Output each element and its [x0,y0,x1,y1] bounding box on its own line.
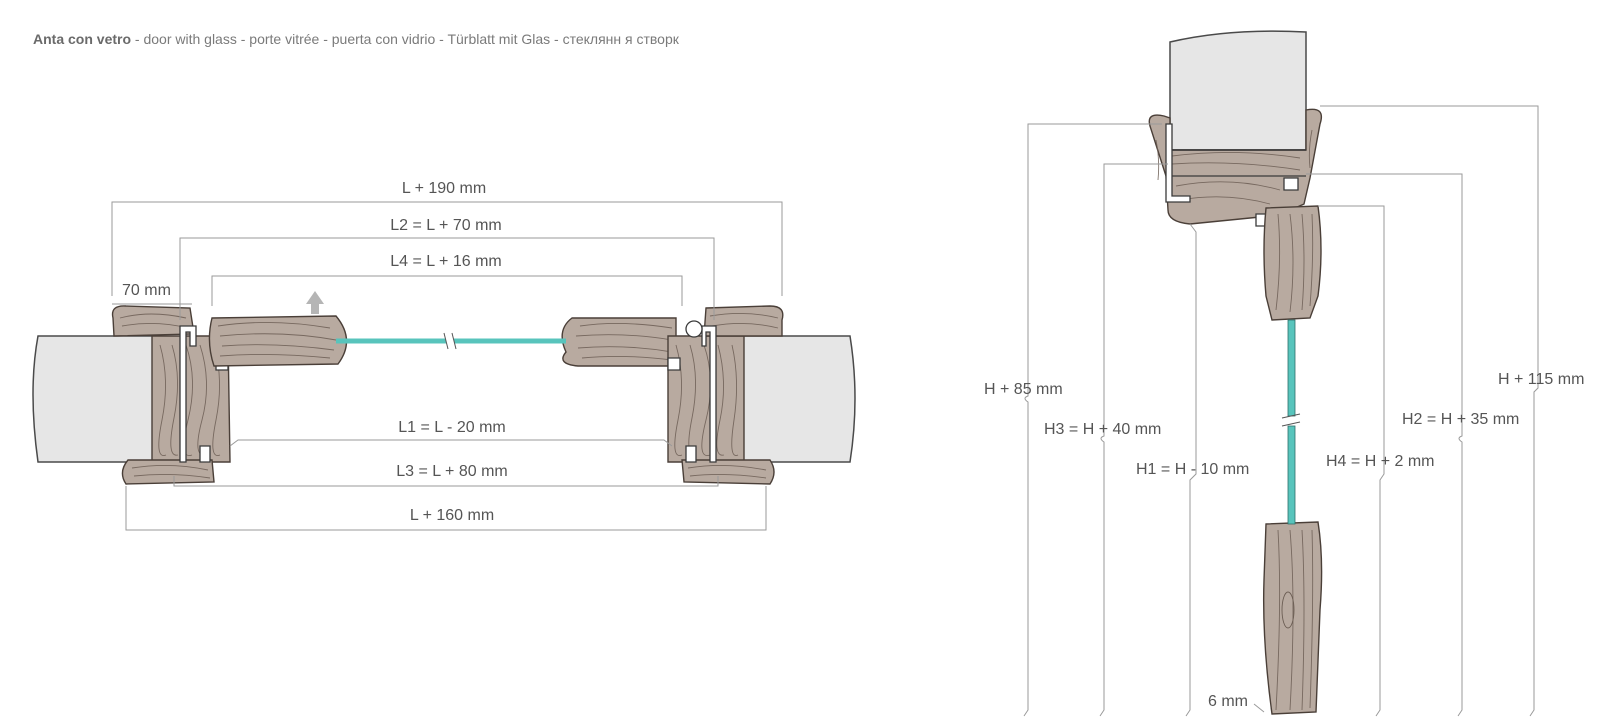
left-wall [32,335,159,463]
caption-bold: Anta con vetro [33,31,132,47]
right-bottom-jamb [681,459,775,485]
right-sash [561,317,677,367]
label-h3: H3 = H + 40 mm [1044,421,1161,438]
label-h85: H + 85 mm [984,381,1063,398]
dim-h1 [1185,223,1197,717]
dim-h4 [1318,205,1385,717]
left-top-jamb [111,305,195,337]
dim-l1 [229,439,673,447]
ceiling-block [1169,30,1307,151]
section-glass-top [1287,319,1296,417]
label-l4: L4 = L + 16 mm [390,253,501,270]
dim-l2 [179,237,715,320]
label-l3: L3 = L + 80 mm [396,463,507,480]
dim-l190 [111,201,783,296]
label-l1: L1 = L - 20 mm [398,419,505,436]
dim-h2 [1306,173,1463,717]
right-frame-post [667,335,745,463]
head-frame [1148,108,1323,225]
dim-l4 [211,275,683,306]
label-l2: L2 = L + 70 mm [390,217,501,234]
caption: Anta con vetro - door with glass - porte… [33,31,679,47]
label-h1: H1 = H - 10 mm [1136,461,1249,478]
left-bottom-jamb [121,459,215,485]
hinge-knob [685,320,703,338]
dim-h115 [1320,105,1539,717]
dim-h3 [1099,163,1168,717]
right-top-jamb [703,305,784,337]
left-metal-profile [179,325,197,463]
section-view: H + 85 mm H3 = H + 40 mm H1 = H - 10 mm … [984,30,1584,717]
right-metal-profile [701,325,717,463]
label-l190: L + 190 mm [402,180,486,197]
label-h115: H + 115 mm [1498,371,1584,388]
right-wall [737,335,856,463]
label-70mm: 70 mm [122,282,171,299]
label-h4: H4 = H + 2 mm [1326,453,1434,470]
dim-6mm [1253,703,1265,713]
left-sash [208,315,348,367]
head-metal-profile [1165,123,1191,203]
dim-l3 [173,476,719,487]
caption-rest: - door with glass - porte vitrée - puert… [131,31,679,47]
section-glass-bottom [1287,425,1296,525]
arrow-up-icon [306,291,324,314]
label-6mm: 6 mm [1208,693,1248,710]
label-l160: L + 160 mm [410,507,494,524]
dim-l160 [125,486,767,531]
label-h2: H2 = H + 35 mm [1402,411,1519,428]
plan-view: L + 190 mm L2 = L + 70 mm L4 = L + 16 mm… [32,180,856,531]
dim-h85 [1023,123,1162,717]
dim-70 [112,298,192,305]
